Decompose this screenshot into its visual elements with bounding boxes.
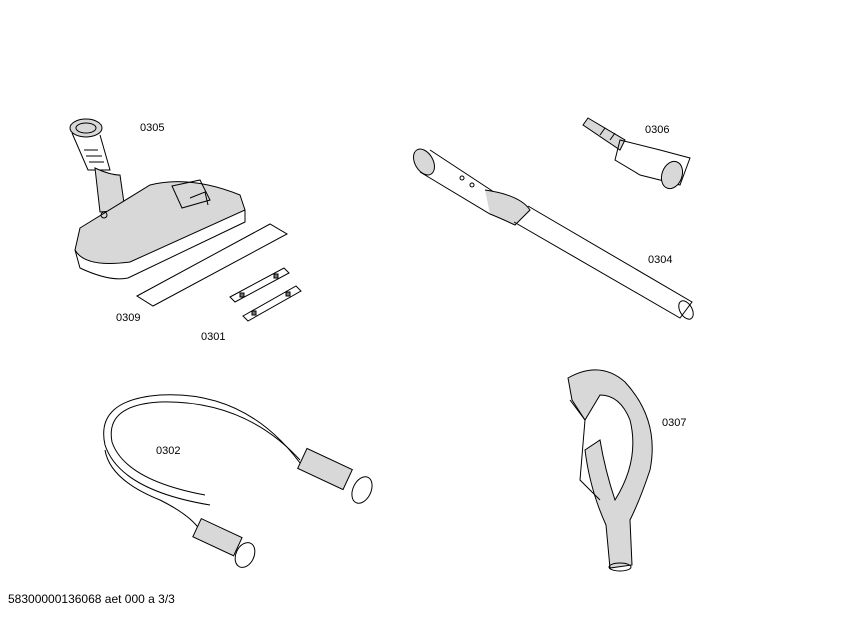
part-label-handle: 0307	[662, 417, 687, 429]
floor-nozzle-drawing	[69, 118, 246, 280]
handle-drawing	[567, 369, 653, 572]
part-label-suction-hose: 0302	[156, 445, 181, 457]
brush-strips-drawing	[229, 267, 302, 322]
part-label-felt-strip: 0309	[116, 312, 141, 324]
part-label-crevice-tool: 0306	[645, 124, 670, 136]
felt-strip-drawing	[136, 223, 289, 307]
part-label-floor-nozzle: 0305	[140, 122, 165, 134]
crevice-tool-drawing	[582, 117, 691, 190]
suction-hose-drawing	[103, 394, 373, 568]
part-label-telescopic-tube: 0304	[648, 254, 673, 266]
drawing-reference-footer: 58300000136068 aet 000 a 3/3	[8, 592, 175, 606]
part-label-brush-strips: 0301	[201, 331, 226, 343]
telescopic-tube-drawing	[413, 148, 694, 320]
